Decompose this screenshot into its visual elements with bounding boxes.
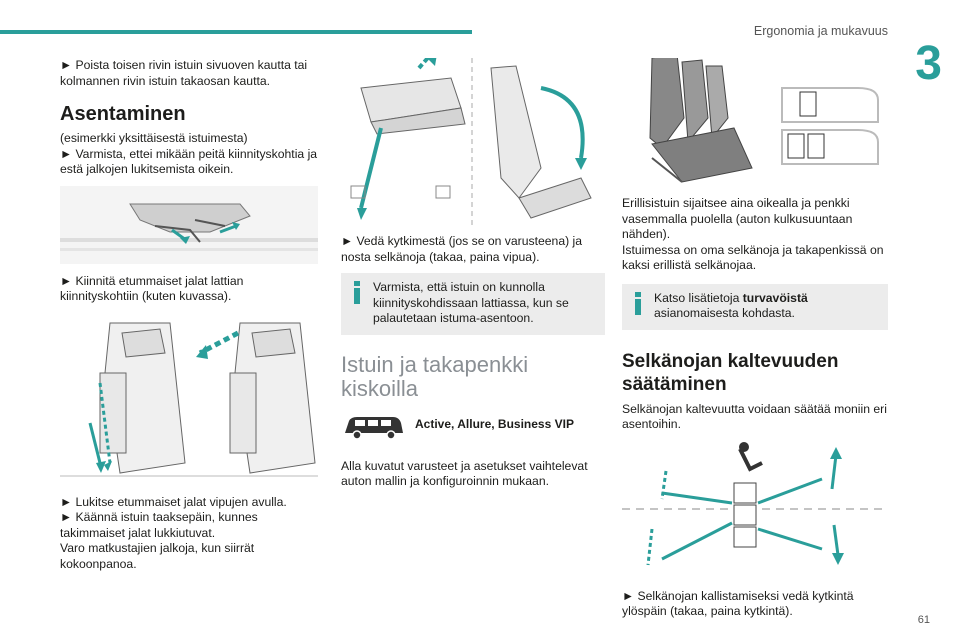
step-recline: ► Selkänojan kallistamiseksi vedä kytkin… bbox=[622, 588, 854, 619]
step-pull-lever: ► Vedä kytkimestä (jos se on varusteena)… bbox=[341, 234, 583, 264]
page-number: 61 bbox=[917, 614, 930, 626]
van-icon bbox=[345, 416, 403, 440]
column-right: Erillisistuin sijaitsee aina oikealla ja… bbox=[622, 58, 888, 620]
heading-rails: Istuin ja takapenkki kiskoilla bbox=[341, 351, 529, 401]
step-lock-front-legs: ► Lukitse etummaiset jalat vipujen avull… bbox=[60, 494, 287, 509]
step-check-fixings: ► Varmista, ettei mikään peitä kiinnitys… bbox=[60, 146, 318, 177]
info-text-seat-fixed: Varmista, että istuin on kunnolla kiinni… bbox=[373, 280, 569, 325]
equipment-note: Alla kuvatut varusteet ja asetukset vaih… bbox=[341, 458, 588, 489]
recline-adjust-illustration bbox=[622, 438, 886, 579]
info-icon bbox=[632, 291, 644, 316]
column-left: ► Poista toisen rivin istuin sivuoven ka… bbox=[60, 58, 320, 572]
seatbelts-link[interactable]: turvavöistä bbox=[742, 290, 808, 305]
example-note: (esimerkki yksittäisestä istuimesta) bbox=[60, 131, 248, 145]
info-icon bbox=[351, 281, 363, 305]
trim-levels: Active, Allure, Business VIP bbox=[415, 416, 574, 431]
backrest-lift-illustration bbox=[341, 58, 603, 226]
bench-and-seat-illustration bbox=[622, 58, 886, 188]
backrest-text: Istuimessa on oma selkänoja ja takapenki… bbox=[622, 242, 884, 273]
header-accent-bar bbox=[0, 30, 472, 34]
trim-level-badge: Active, Allure, Business VIP bbox=[341, 413, 605, 441]
heading-asentaminen: Asentaminen bbox=[60, 103, 186, 125]
step-attach-front-legs: ► Kiinnitä etummaiset jalat lattian kiin… bbox=[60, 273, 244, 304]
info-text-seatbelts: Katso lisätietoja turvavöistä asianomais… bbox=[654, 290, 808, 321]
chapter-number: 3 bbox=[915, 37, 942, 90]
chapter-title: Ergonomia ja mukavuus bbox=[753, 24, 888, 38]
floor-fixing-illustration bbox=[60, 185, 318, 264]
step-tilt-back: ► Käännä istuin taaksepäin, kunnes takim… bbox=[60, 510, 258, 540]
seat-position-text: Erillisistuin sijaitsee aina oikealla ja… bbox=[622, 196, 853, 241]
column-middle: ► Vedä kytkimestä (jos se on varusteena)… bbox=[341, 58, 605, 490]
recline-text: Selkänojan kaltevuutta voidaan säätää mo… bbox=[622, 401, 887, 432]
info-box-seat-fixed: Varmista, että istuin on kunnolla kiinni… bbox=[341, 273, 605, 335]
info-box-seatbelts: Katso lisätietoja turvavöistä asianomais… bbox=[622, 283, 888, 330]
intro-text: ► Poista toisen rivin istuin sivuoven ka… bbox=[60, 58, 308, 88]
heading-recline: Selkänojan kaltevuuden säätäminen bbox=[622, 350, 839, 395]
front-legs-lock-illustration bbox=[60, 312, 318, 483]
caution-feet: Varo matkustajien jalkoja, kun siirrät k… bbox=[60, 541, 255, 571]
